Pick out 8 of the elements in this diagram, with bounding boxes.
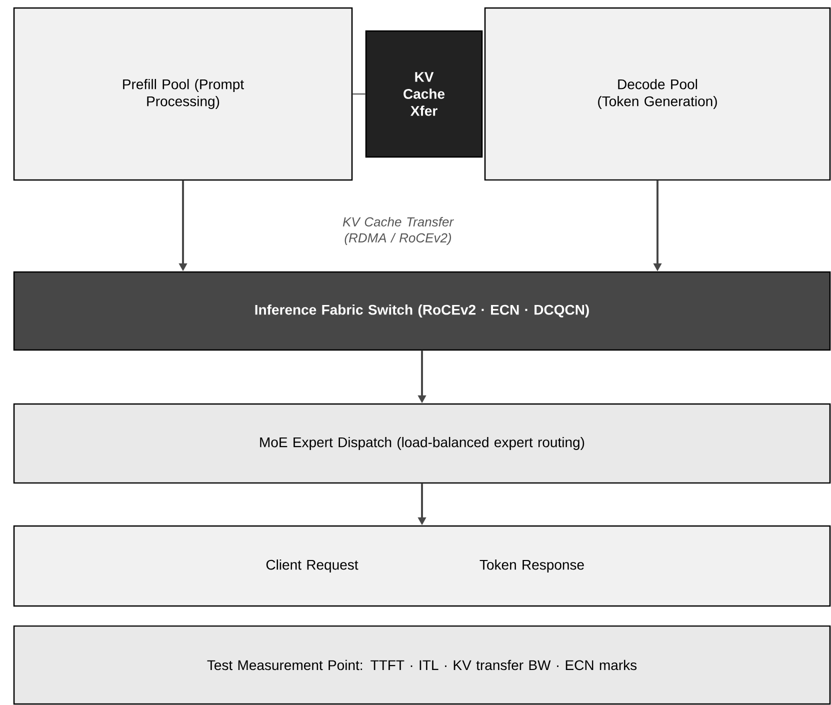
transfer-box: KV Cache Xfer: [365, 30, 483, 158]
pool-box: Decode Pool (Token Generation): [484, 7, 831, 181]
pool-box: Prefill Pool (Prompt Processing): [13, 7, 353, 181]
client-box: Client Request Token Response: [13, 525, 831, 607]
measurement-box: Test Measurement Point: TTFT · ITL · KV transfer BW · ECN marks: [13, 625, 831, 705]
switch-bar: Inference Fabric Switch (RoCEv2 · ECN · DCQCN): [13, 271, 831, 351]
dispatch-box: MoE Expert Dispatch (load-balanced expert routing): [13, 403, 831, 484]
annotation-text: KV Cache Transfer (RDMA / RoCEv2): [342, 216, 454, 246]
